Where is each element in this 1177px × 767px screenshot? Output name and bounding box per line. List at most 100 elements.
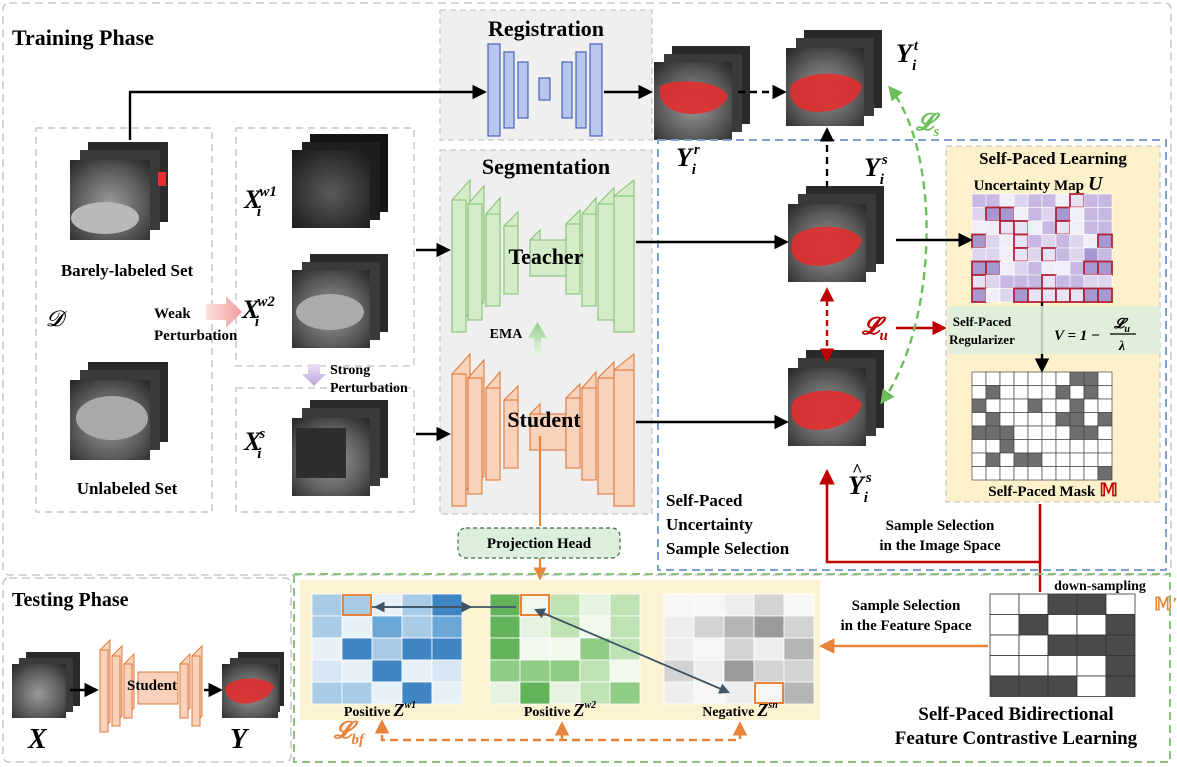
- feature-cell: [609, 593, 641, 617]
- mask-cell: [1083, 385, 1099, 400]
- uncertainty-cell: [999, 274, 1015, 289]
- feature-cell: [609, 681, 641, 705]
- uncertainty-cell: [1083, 220, 1099, 235]
- student-network: [451, 352, 635, 508]
- mask-cell: [971, 398, 987, 413]
- uncertainty-cell: [1055, 261, 1071, 276]
- mask-cell: [971, 439, 987, 454]
- uncertainty-cell: [1027, 287, 1043, 303]
- mask-cell: [1041, 371, 1057, 386]
- feature-cell: [579, 593, 611, 617]
- feature-cell: [371, 615, 403, 639]
- weak-label-2: Perturbation: [154, 328, 238, 344]
- weak-view-1-images: [292, 134, 388, 228]
- testing-frame: [2, 577, 292, 763]
- uncertainty-cell: [971, 247, 987, 262]
- uncertainty-cell: [1055, 287, 1071, 303]
- uncertainty-cell: [1097, 220, 1113, 235]
- mask-cell: [1055, 439, 1071, 454]
- uncertainty-cell: [1055, 206, 1071, 222]
- regularizer-label-1: Self-Paced: [953, 314, 1012, 329]
- mask-cell: [1097, 385, 1113, 400]
- mask-cell: [1083, 425, 1099, 440]
- feature-space-label-2: in the Feature Space: [841, 618, 972, 634]
- mask-cell: [971, 466, 987, 481]
- mask-prime-label: 𝕄′: [1154, 594, 1177, 614]
- feature-cell: [663, 681, 695, 705]
- mask-cell: [1097, 425, 1113, 440]
- mask-cell: [1027, 439, 1043, 454]
- strong-perturbation-arrow: [302, 364, 326, 386]
- ema-arrow: [528, 322, 547, 356]
- uncertainty-cell: [999, 206, 1015, 222]
- downsampled-mask-cell: [1076, 593, 1107, 615]
- downsampled-mask-cell: [1047, 675, 1078, 697]
- registration-output-images: [654, 46, 750, 140]
- spuss-label-2: Uncertainty: [666, 515, 753, 534]
- mask-cell: [1055, 371, 1071, 386]
- uncertainty-cell: [1055, 193, 1071, 208]
- mask-cell: [1069, 452, 1085, 467]
- mask-cell: [1013, 398, 1029, 413]
- contrastive-title-1: Self-Paced Bidirectional: [918, 704, 1113, 725]
- feature-cell: [401, 659, 433, 683]
- feature-cell: [723, 659, 755, 683]
- feature-cell: [783, 681, 815, 705]
- uncertainty-cell: [1083, 234, 1099, 249]
- uncertainty-cell: [1083, 260, 1099, 276]
- spuss-label-3: Sample Selection: [666, 539, 790, 558]
- strong-label-2: Perturbation: [330, 381, 408, 396]
- feature-cell: [663, 615, 695, 639]
- barely-labeled-label: Barely-labeled Set: [61, 261, 194, 280]
- mask-cell: [985, 371, 1001, 386]
- test-student-label: Student: [127, 678, 177, 694]
- feature-cell: [753, 659, 785, 683]
- mask-cell: [1069, 439, 1085, 454]
- regularizer-label-2: Regularizer: [949, 332, 1015, 347]
- barely-labeled-images: [70, 142, 168, 240]
- feature-space-label-1: Sample Selection: [852, 598, 961, 614]
- ls-arrow: [880, 85, 928, 405]
- mask-cell: [1027, 385, 1043, 400]
- feature-cell: [663, 593, 695, 617]
- uncertainty-cell: [1041, 247, 1057, 263]
- uncertainty-cell: [1097, 193, 1113, 208]
- feature-cell: [783, 659, 815, 683]
- uncertainty-cell: [1013, 193, 1029, 208]
- mask-cell: [1083, 466, 1099, 481]
- downsampled-mask-cell: [989, 593, 1020, 615]
- segmentation-title: Segmentation: [482, 154, 610, 179]
- dataset-box: [35, 127, 213, 513]
- mask-cell: [1083, 412, 1099, 427]
- test-student-network: [99, 638, 203, 734]
- positive-w2-features: [489, 593, 641, 705]
- downsampled-mask-cell: [1076, 614, 1107, 636]
- feature-cell: [401, 637, 433, 661]
- mask-cell: [1013, 371, 1029, 386]
- downsampled-mask-cell: [1076, 675, 1107, 697]
- mask-cell: [971, 412, 987, 427]
- mask-cell: [1041, 398, 1057, 413]
- uncertainty-cell: [1027, 234, 1043, 249]
- unlabeled-label: Unlabeled Set: [77, 479, 178, 498]
- feature-cell: [753, 615, 785, 639]
- downsampled-mask-cell: [1105, 655, 1136, 677]
- projection-head-box[interactable]: [457, 527, 621, 559]
- spuss-frame: [657, 139, 1167, 571]
- feature-cell: [519, 615, 551, 639]
- mask-cell: [1055, 425, 1071, 440]
- downsampled-mask-cell: [1076, 655, 1107, 677]
- downsampled-mask-cell: [1105, 675, 1136, 697]
- mask-cell: [971, 385, 987, 400]
- uncertainty-cell: [1013, 207, 1029, 222]
- uncertainty-cell: [985, 247, 1001, 262]
- downsampled-mask-cell: [1076, 634, 1107, 656]
- positive-w1-features: [311, 593, 463, 705]
- downsampled-mask-cell: [1047, 614, 1078, 636]
- uncertainty-cell: [1041, 207, 1057, 222]
- feature-cell: [489, 637, 521, 661]
- test-output-images: [222, 652, 284, 718]
